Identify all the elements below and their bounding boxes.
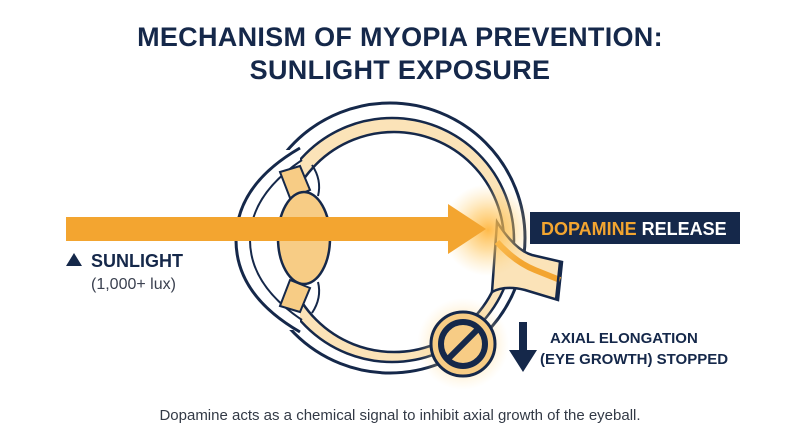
title-line-1: MECHANISM OF MYOPIA PREVENTION: xyxy=(137,22,663,52)
ciliary-top xyxy=(311,164,321,197)
beam-bar xyxy=(66,217,450,241)
arrow-down-icon xyxy=(509,322,537,372)
caption: Dopamine acts as a chemical signal to in… xyxy=(159,407,640,424)
beam-arrowhead xyxy=(448,204,486,254)
sunlight-sublabel: (1,000+ lux) xyxy=(91,276,176,293)
dopamine-highlight: DOPAMINE xyxy=(541,219,637,239)
elongation-line-2: (EYE GROWTH) STOPPED xyxy=(540,351,728,368)
optic-nerve-cap xyxy=(554,261,562,301)
dopamine-rest: RELEASE xyxy=(637,219,727,239)
dopamine-box xyxy=(530,212,740,244)
ciliary-bottom xyxy=(311,281,321,314)
retina-glow xyxy=(442,184,534,276)
iris-top xyxy=(278,164,312,200)
prohibited-icon xyxy=(429,310,497,378)
sunlight-beam xyxy=(66,204,486,254)
title-line-2: SUNLIGHT EXPOSURE xyxy=(250,55,551,85)
dopamine-text: DOPAMINE RELEASE xyxy=(541,219,727,239)
elongation-line-1: AXIAL ELONGATION xyxy=(550,330,698,347)
sunlight-text: SUNLIGHT xyxy=(91,251,183,271)
triangle-up-icon xyxy=(66,253,82,266)
sunlight-label: SUNLIGHT (1,000+ lux) xyxy=(66,251,183,293)
iris-bottom xyxy=(278,278,312,314)
dopamine-release-badge: DOPAMINE RELEASE xyxy=(530,212,740,244)
